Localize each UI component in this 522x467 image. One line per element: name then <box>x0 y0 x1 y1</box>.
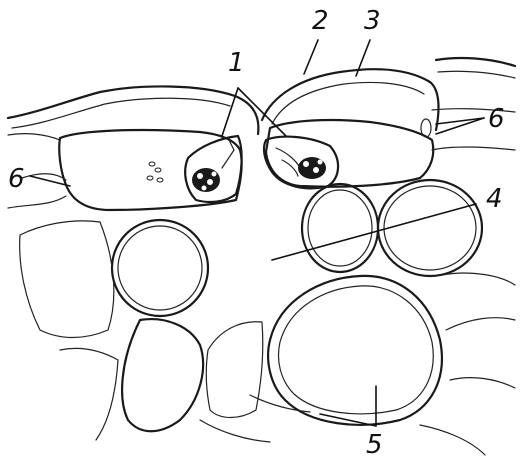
lower-left-cell <box>122 319 203 431</box>
left-cell-dots <box>147 162 163 182</box>
label-1: 1 <box>228 50 245 76</box>
leader-lines <box>30 40 484 426</box>
label-2: 2 <box>312 8 329 34</box>
round-cell-left <box>112 220 208 316</box>
lower-cells <box>20 180 515 455</box>
lower-mid-cell <box>206 322 262 418</box>
left-guard-cell <box>185 136 241 202</box>
left-epidermal-cell <box>8 86 258 210</box>
right-stoma-pore <box>421 119 431 137</box>
label-6-left: 6 <box>8 166 25 192</box>
large-cell <box>268 276 442 425</box>
right-guard-cell <box>264 137 338 189</box>
label-4: 4 <box>486 186 503 212</box>
label-3: 3 <box>364 8 381 34</box>
round-cell-right <box>378 180 482 276</box>
label-5: 5 <box>366 432 383 458</box>
label-6-right: 6 <box>488 106 505 132</box>
round-cell-mid <box>302 184 378 272</box>
